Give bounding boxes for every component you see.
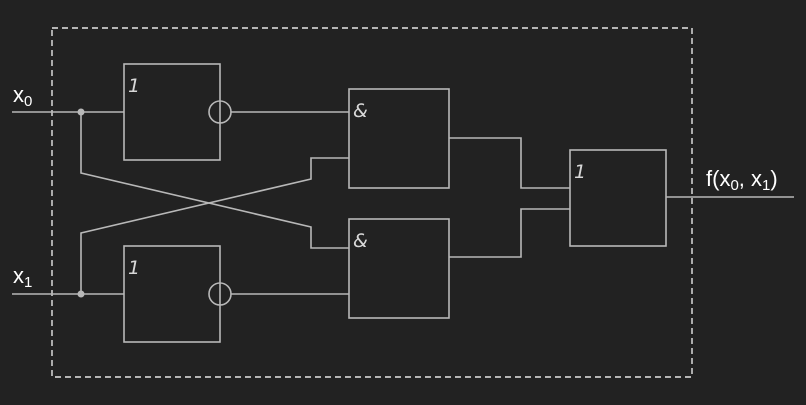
- gate-not-x0: [123, 63, 221, 161]
- circuit-boundary: [51, 27, 693, 378]
- wire-x1-to-and-top: [80, 157, 349, 294]
- input-label-x1: x1: [13, 263, 32, 291]
- gate-and-bottom: [348, 218, 450, 319]
- input-label-x0: x0: [13, 82, 32, 110]
- wire-and-top-to-or: [449, 137, 570, 189]
- output-label: f(x0, x1): [706, 166, 778, 194]
- gate-symbol-not-x1: 1: [128, 257, 140, 279]
- wire-and-bottom-to-or: [449, 208, 570, 258]
- wire-x0-to-and-bottom: [80, 112, 349, 249]
- gate-symbol-and-bottom: &: [353, 230, 368, 252]
- gate-not-x1: [123, 245, 221, 343]
- gate-symbol-and-top: &: [353, 100, 368, 122]
- gate-symbol-or-out: 1: [574, 161, 586, 183]
- gate-or-out: [569, 149, 667, 247]
- gate-symbol-not-x0: 1: [128, 75, 140, 97]
